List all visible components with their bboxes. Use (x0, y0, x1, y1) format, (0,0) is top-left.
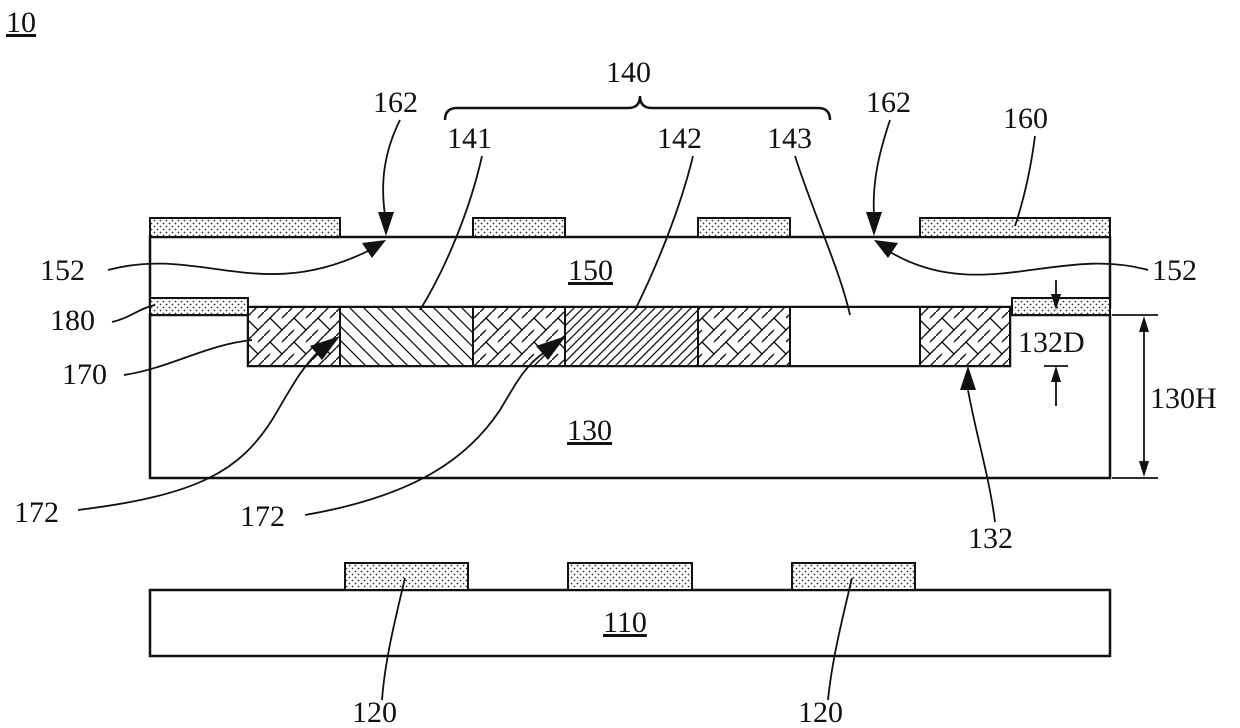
figure-number: 10 (6, 6, 36, 39)
brace-140 (445, 96, 830, 120)
label-180: 180 (50, 304, 95, 337)
label-130H: 130H (1150, 382, 1217, 415)
layer-150 (150, 237, 1110, 307)
leader-162-right (874, 120, 890, 215)
layer-180-left (150, 298, 248, 315)
block-170-far-right (920, 307, 1010, 366)
pad-160-center-right (698, 218, 790, 237)
pad-120-left (345, 563, 468, 590)
label-152-left: 152 (40, 254, 85, 287)
arrowhead-162-left (378, 212, 394, 236)
leader-160 (1015, 136, 1035, 226)
label-160: 160 (1003, 102, 1048, 135)
leader-162-left (383, 120, 400, 215)
label-130: 130 (567, 414, 612, 447)
label-152-right: 152 (1152, 254, 1197, 287)
pad-120-right (792, 563, 915, 590)
label-162-right: 162 (866, 86, 911, 119)
block-143-empty (790, 307, 920, 366)
block-170-middle (473, 307, 565, 366)
block-170-left (248, 307, 340, 366)
pad-160-center-left (473, 218, 565, 237)
layer-180-right (1012, 298, 1110, 315)
label-150: 150 (568, 254, 613, 287)
label-132D: 132D (1018, 326, 1085, 359)
arrowhead-130H-top (1139, 316, 1149, 332)
pad-160-left (150, 218, 340, 237)
block-170-right (698, 307, 790, 366)
label-120-left: 120 (352, 696, 397, 728)
block-141 (340, 307, 473, 366)
label-110: 110 (603, 606, 647, 639)
label-172-left: 172 (14, 496, 59, 529)
label-141: 141 (447, 122, 492, 155)
pad-120-middle (568, 563, 692, 590)
label-142: 142 (657, 122, 702, 155)
block-142 (565, 307, 698, 366)
label-120-right: 120 (798, 696, 843, 728)
arrowhead-130H-bottom (1139, 461, 1149, 477)
label-143: 143 (767, 122, 812, 155)
arrowhead-162-right (866, 212, 882, 236)
label-172-right: 172 (240, 500, 285, 533)
leader-180 (112, 305, 155, 322)
label-170: 170 (62, 358, 107, 391)
label-140: 140 (606, 56, 651, 89)
pad-160-right (920, 218, 1110, 237)
label-162-left: 162 (373, 86, 418, 119)
label-132: 132 (968, 522, 1013, 555)
